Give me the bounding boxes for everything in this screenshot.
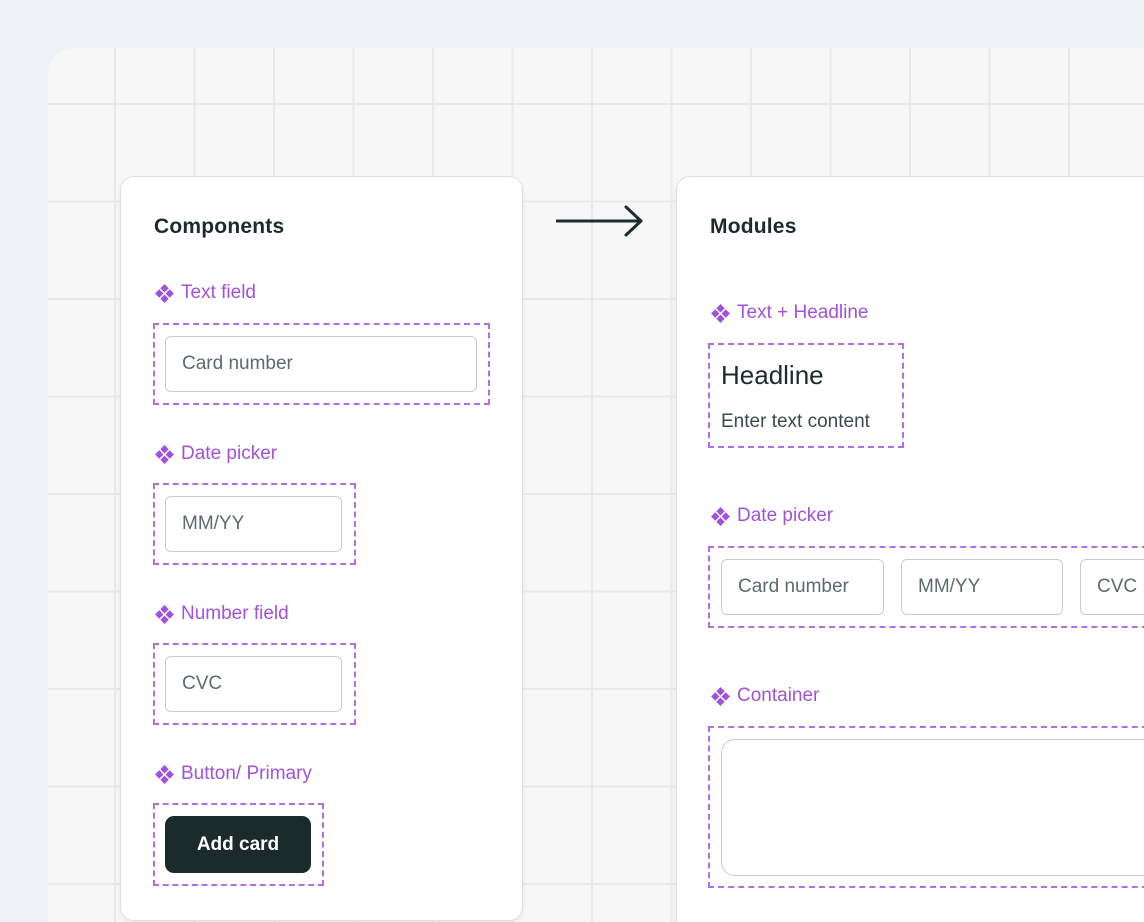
- component-diamond-icon: [155, 444, 174, 464]
- text-headline-label: Text + Headline: [710, 302, 869, 324]
- module-mmyy-input[interactable]: MM/YY: [901, 559, 1063, 615]
- component-diamond-icon: [155, 283, 174, 303]
- text-field-label-text: Text field: [181, 282, 256, 303]
- component-diamond-icon: [711, 686, 730, 706]
- text-headline-frame: [708, 343, 904, 448]
- date-picker-input[interactable]: MM/YY: [165, 496, 342, 552]
- button-frame: [153, 803, 324, 886]
- module-card-number-input[interactable]: Card number: [721, 559, 884, 615]
- number-field-label-text: Number field: [181, 603, 289, 624]
- body-text: Enter text content: [721, 411, 870, 432]
- arrow-right-icon: [556, 205, 643, 237]
- component-diamond-icon: [155, 764, 174, 784]
- date-picker-frame: [153, 483, 356, 565]
- module-date-picker-label: Date picker: [710, 505, 833, 527]
- date-picker-label-text: Date picker: [181, 443, 278, 464]
- module-date-picker-label-text: Date picker: [737, 505, 834, 526]
- component-diamond-icon: [155, 604, 174, 624]
- button-primary-label: Button/ Primary: [154, 763, 312, 785]
- components-title: Components: [154, 215, 285, 238]
- text-headline-label-text: Text + Headline: [737, 302, 869, 323]
- add-card-button[interactable]: Add card: [165, 816, 311, 873]
- number-field-label: Number field: [154, 603, 289, 625]
- container-label: Container: [710, 685, 819, 707]
- component-diamond-icon: [711, 303, 730, 323]
- text-field-frame: [153, 323, 490, 405]
- button-primary-label-text: Button/ Primary: [181, 763, 312, 784]
- component-diamond-icon: [711, 506, 730, 526]
- modules-title: Modules: [710, 215, 797, 238]
- module-date-picker-frame: [708, 546, 1144, 628]
- module-cvc-input[interactable]: CVC: [1080, 559, 1144, 615]
- headline-text: Headline: [721, 360, 824, 390]
- card-number-input[interactable]: Card number: [165, 336, 477, 392]
- cvc-input[interactable]: CVC: [165, 656, 342, 712]
- container-frame: [708, 726, 1144, 888]
- container-box[interactable]: [721, 739, 1144, 876]
- container-label-text: Container: [737, 685, 820, 706]
- number-field-frame: [153, 643, 356, 725]
- text-field-label: Text field: [154, 282, 256, 304]
- date-picker-label: Date picker: [154, 443, 277, 465]
